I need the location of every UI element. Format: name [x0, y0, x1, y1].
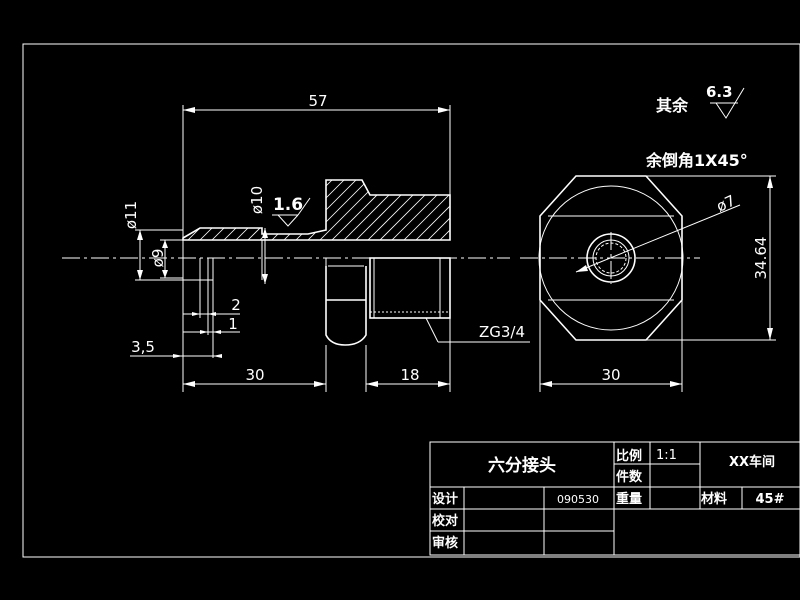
thread-spec-label: ZG3/4 [479, 323, 525, 341]
review-label: 审核 [432, 535, 458, 551]
dim-d11-label: ø11 [122, 201, 140, 229]
dimension-34-64: 34.64 [646, 175, 776, 341]
section-hatch-line [514, 170, 594, 250]
section-hatch-line [297, 180, 379, 240]
section-hatch-line [183, 180, 223, 240]
dim-d7-label: ø7 [714, 191, 739, 215]
section-hatch-line [321, 180, 403, 240]
dim-d10-label: ø10 [248, 186, 266, 214]
chamfer-note: 余倒角1X45° [645, 151, 748, 170]
dimension-1: 1 [183, 315, 240, 334]
dimension-3-5: 3,5 [130, 338, 222, 358]
roughness-rest: 其余 6.3 [656, 83, 745, 119]
side-view [182, 170, 594, 392]
scale-value: 1:1 [656, 448, 677, 463]
design-label: 设计 [432, 491, 458, 507]
check-label: 校对 [432, 513, 458, 529]
dim-3-5-label: 3,5 [131, 338, 155, 356]
dimension-18: 18 [366, 366, 450, 387]
section-hatch-line [441, 180, 450, 240]
thread-callout: ZG3/4 [425, 317, 530, 343]
dim-30-end-label: 30 [601, 366, 620, 384]
roughness-1-6: 1.6 [272, 195, 311, 227]
section-hatch-line [183, 180, 247, 240]
workshop-label: XX车间 [729, 454, 775, 470]
section-hatch-line [357, 180, 439, 240]
dimension-2: 2 [183, 296, 241, 316]
section-hatch-line [417, 180, 450, 240]
dim-2-label: 2 [231, 296, 241, 314]
weight-label: 重量 [616, 491, 642, 507]
part-name: 六分接头 [488, 455, 556, 476]
dimension-d10: ø10 [248, 186, 268, 284]
material-value: 45# [756, 492, 785, 507]
dim-1-label: 1 [228, 315, 238, 333]
section-hatch-line [345, 180, 427, 240]
dim-34-64-label: 34.64 [752, 237, 770, 280]
section-hatch-line [429, 180, 450, 240]
dim-57-label: 57 [308, 92, 327, 110]
section-hatch-line [369, 180, 450, 240]
dimension-30-end: 30 [539, 300, 683, 392]
section-hatch-line [405, 180, 450, 240]
dim-d9-label: ø9 [149, 249, 167, 268]
roughness-rest-label: 其余 [656, 96, 689, 115]
roughness-1-6-label: 1.6 [273, 195, 303, 215]
dimension-d11: ø11 [122, 201, 183, 281]
design-date: 090530 [557, 493, 599, 506]
material-label: 材料 [701, 491, 727, 507]
drawing-border [22, 43, 800, 558]
scale-label: 比例 [616, 448, 642, 464]
count-label: 件数 [616, 469, 643, 485]
section-hatch-line [183, 180, 259, 240]
dimension-57: 57 [182, 92, 451, 238]
section-hatch-line [333, 180, 415, 240]
section-hatch-line [466, 170, 546, 250]
dimension-30-left: 30 [183, 366, 326, 387]
section-hatch-line [201, 180, 283, 240]
roughness-rest-value: 6.3 [706, 83, 733, 101]
title-block: 六分接头 比例 1:1 件数 重量 XX车间 材料 45# 设计 090530 … [429, 441, 800, 556]
dimension-d9: ø9 [149, 239, 183, 279]
section-hatch-line [309, 180, 391, 240]
dim-30-left-label: 30 [245, 366, 264, 384]
section-hatch-line [454, 170, 534, 250]
dim-18-label: 18 [400, 366, 419, 384]
section-hatch-line [393, 180, 450, 240]
section-hatch-line [183, 180, 235, 240]
